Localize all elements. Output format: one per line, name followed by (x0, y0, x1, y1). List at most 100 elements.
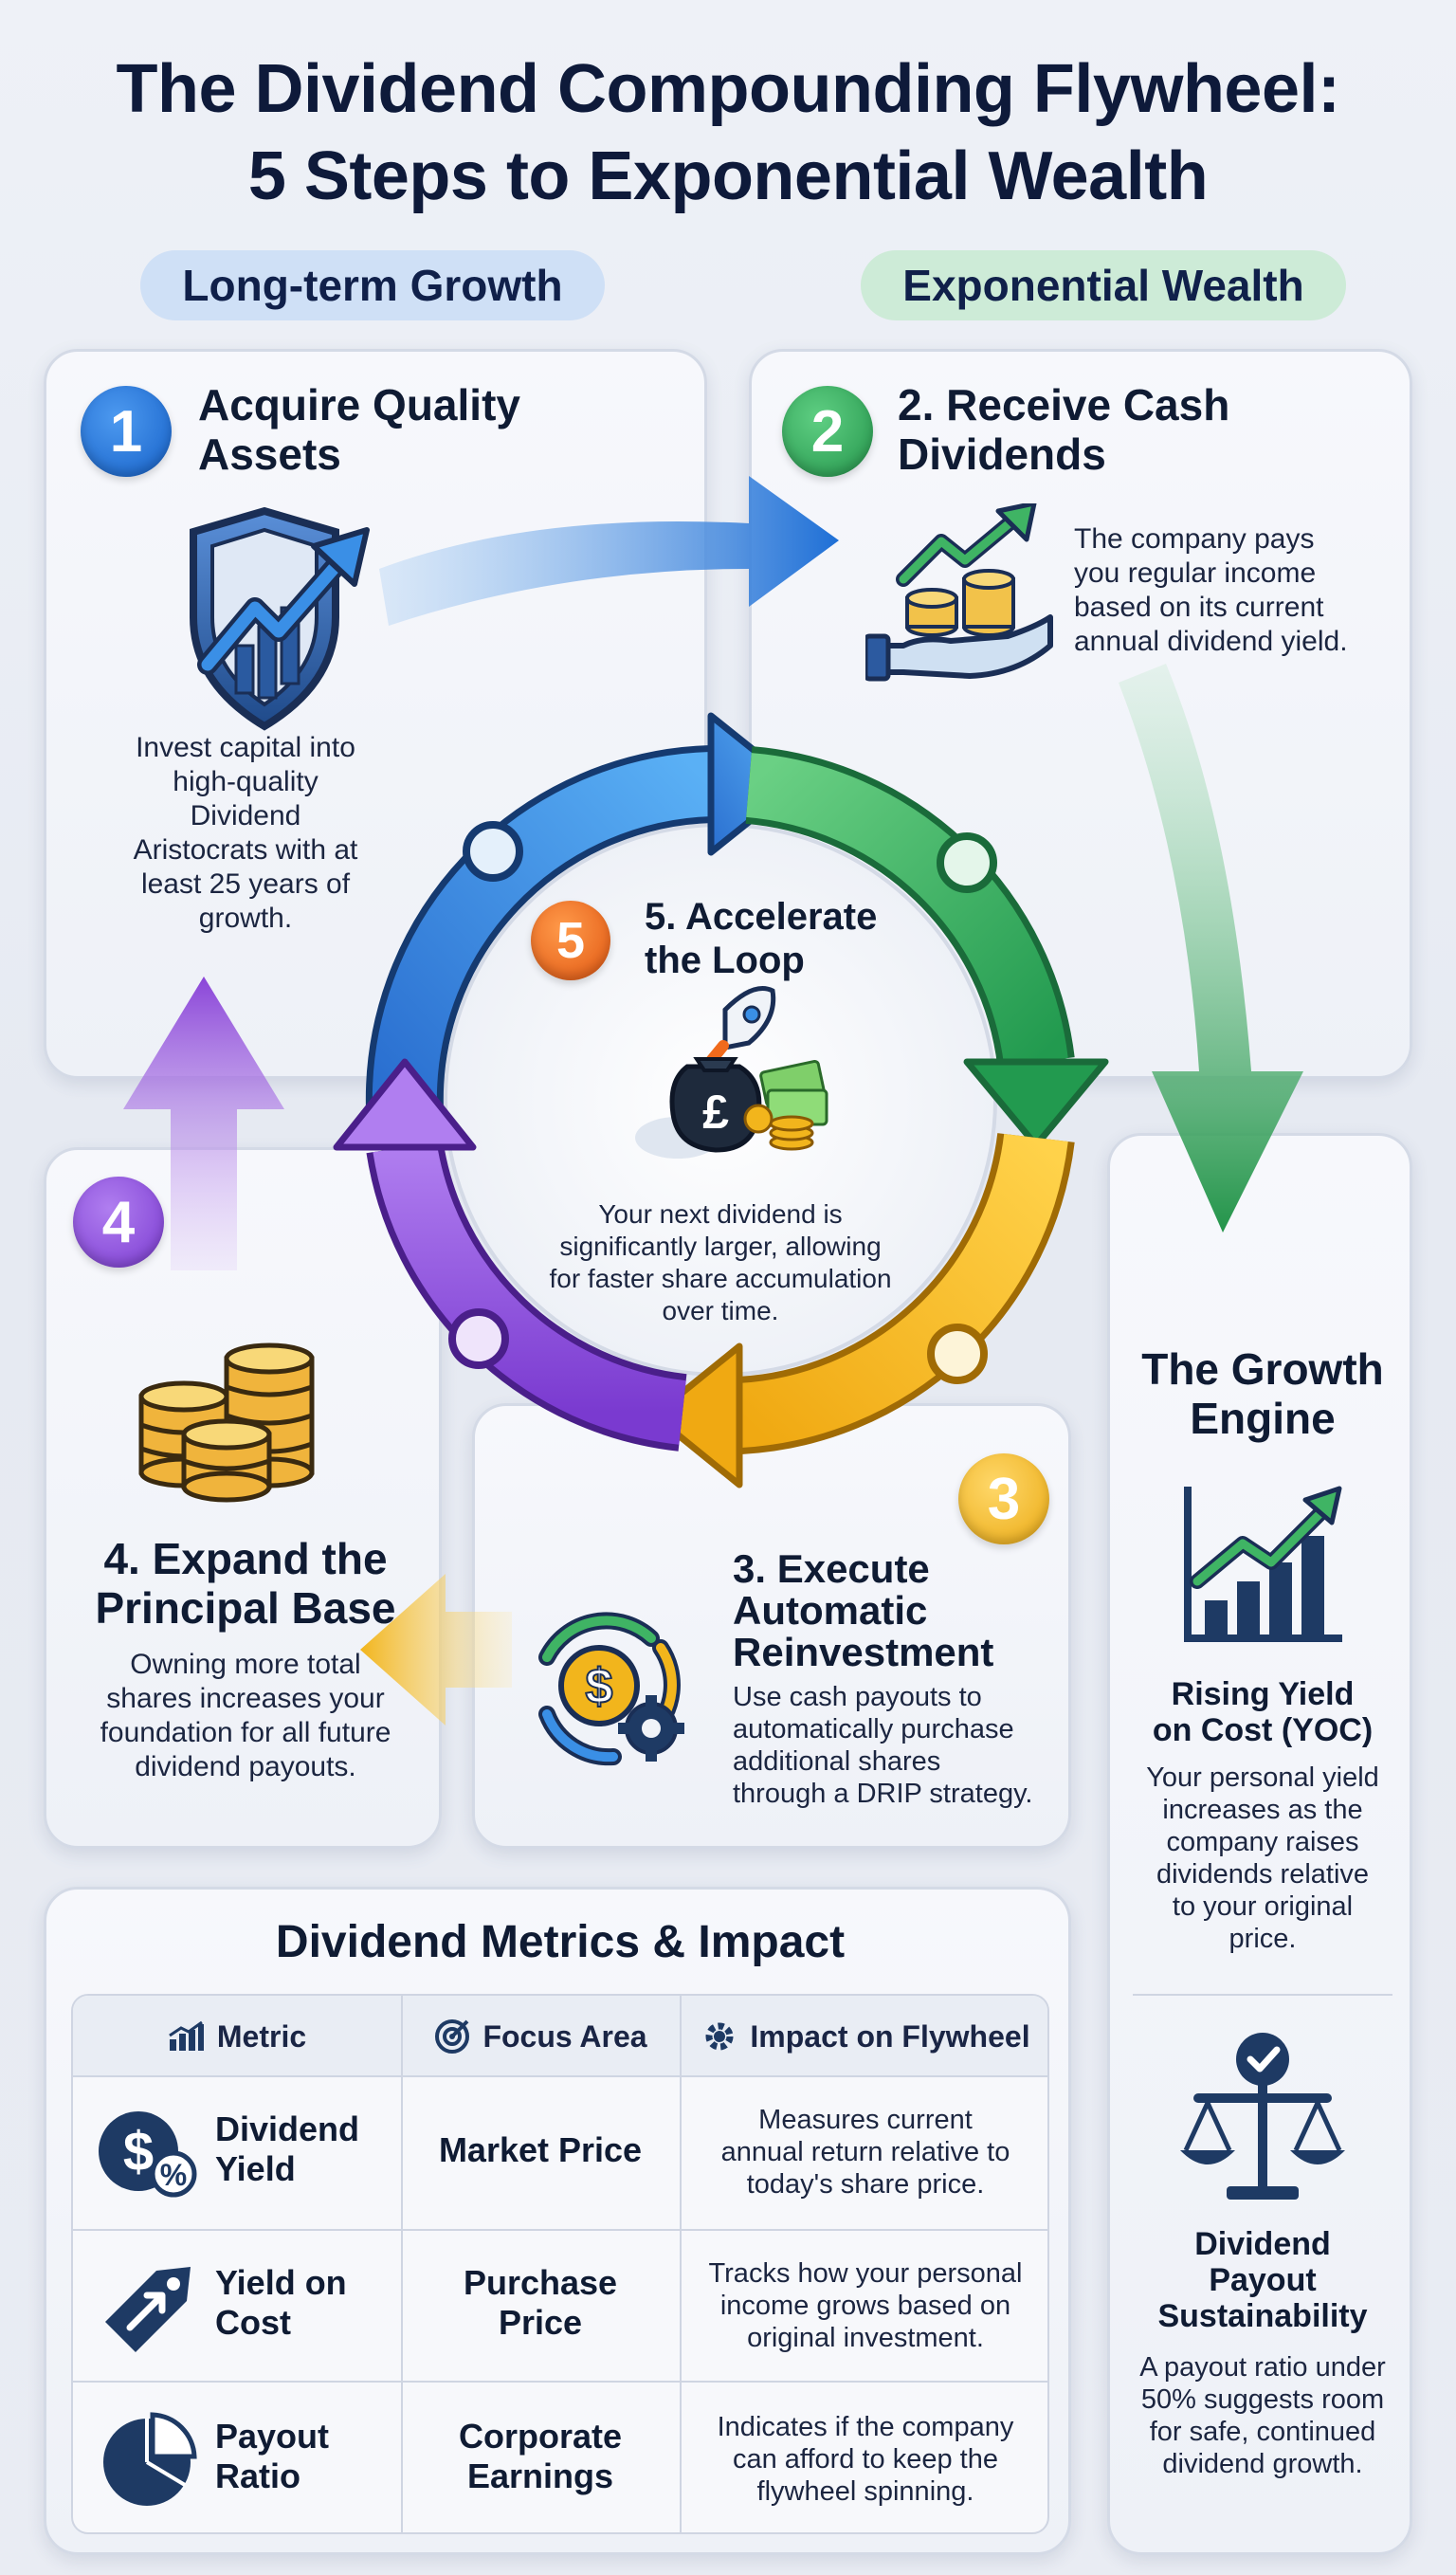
flow-arrow-left (123, 977, 284, 1270)
step-4-badge: 4 (73, 1177, 164, 1268)
row-divider (73, 2381, 1047, 2383)
rocket-money-bag-icon: £ (635, 986, 828, 1159)
step-5-number: 5 (555, 912, 586, 969)
step-1-title-line-1: Acquire Quality (198, 380, 520, 429)
focus-area: Market Price (401, 2130, 680, 2170)
step-3-title: 3. Execute Automatic Reinvestment (733, 1548, 1065, 1673)
impact-line: can afford to keep the (732, 2444, 998, 2475)
sustainability-text-line: for safe, continued (1149, 2417, 1376, 2447)
gear-icon (705, 2022, 734, 2051)
metric-name-line: Yield (215, 2149, 296, 2188)
yoc-text-line: company raises (1166, 1827, 1359, 1857)
sustainability-description: A payout ratio under 50% suggests room f… (1110, 2351, 1415, 2480)
pie-chart-icon (103, 2412, 197, 2506)
table-row: $ % Dividend Yield Market Price Measures… (73, 2077, 1047, 2229)
cycle-node-yellow (927, 1324, 988, 1384)
growth-engine-title-line-2: Engine (1190, 1394, 1336, 1443)
price-tag-arrow-icon (105, 2267, 191, 2352)
target-icon (435, 2019, 470, 2054)
step-5-title-line-1: 5. Accelerate (645, 896, 878, 938)
impact-line: flywheel spinning. (756, 2476, 974, 2507)
focus-area-line: Earnings (466, 2456, 614, 2495)
column-divider (680, 1996, 682, 2532)
row-divider (73, 2229, 1047, 2231)
step-4-title-line-1: 4. Expand the (103, 1534, 388, 1583)
table-row: Yield on Cost Purchase Price Tracks how … (73, 2231, 1047, 2381)
rising-bar-chart-icon (1184, 1486, 1342, 1642)
step-1-title-line-2: Assets (198, 429, 341, 479)
title-line-2: 5 Steps to Exponential Wealth (247, 138, 1209, 214)
impact-text: Tracks how your personal income grows ba… (680, 2257, 1047, 2354)
step-5-title-line-2: the Loop (645, 940, 805, 981)
step-2-number: 2 (810, 398, 845, 465)
impact-line: original investment. (747, 2323, 984, 2353)
table-row: Payout Ratio Corporate Earnings Indicate… (73, 2383, 1047, 2532)
impact-text: Indicates if the company can afford to k… (680, 2411, 1047, 2508)
exponential-wealth-label: Exponential Wealth (902, 261, 1304, 310)
header-metric-label: Metric (216, 2018, 307, 2054)
sustainability-text-line: dividend growth. (1162, 2449, 1363, 2479)
step-1-description: Invest capital into high-quality Dividen… (84, 731, 407, 936)
focus-area-line: Market Price (438, 2130, 643, 2169)
step-3-title-line-3: Reinvestment (733, 1630, 994, 1674)
metrics-title: Dividend Metrics & Impact (275, 1917, 846, 1967)
step-5-text-line: significantly larger, allowing (559, 1232, 882, 1261)
shield-growth-chart-icon (190, 506, 370, 731)
step-3-title-line-2: Automatic (733, 1588, 928, 1633)
metric-name: Payout Ratio (215, 2417, 395, 2496)
svg-text:£: £ (702, 1086, 729, 1139)
metric-name-line: Payout (215, 2417, 330, 2456)
header-focus-area-label: Focus Area (482, 2018, 647, 2054)
step-2-text-line: annual dividend yield. (1074, 626, 1348, 657)
metrics-table: Metric Focus Area Impact on Flywheel (71, 1994, 1049, 2534)
step-1-text-line: growth. (198, 903, 293, 934)
focus-area-line: Price (498, 2303, 583, 2342)
step-1-badge: 1 (81, 386, 172, 477)
step-3-title-line-1: 3. Execute (733, 1546, 930, 1591)
impact-line: Tracks how your personal (708, 2258, 1023, 2289)
svg-text:%: % (160, 2158, 187, 2192)
step-3-description: Use cash payouts to automatically purcha… (733, 1681, 1074, 1810)
metrics-header-row (73, 1996, 1047, 2077)
cycle-node-purple (448, 1308, 509, 1369)
step-5-text-line: over time. (662, 1296, 779, 1325)
step-1-text-line: high-quality (173, 766, 318, 797)
yoc-text-line: increases as the (1162, 1795, 1363, 1825)
sustainability-title-line-3: Sustainability (1157, 2298, 1368, 2334)
step-2-badge: 2 (782, 386, 873, 477)
yoc-text-line: price. (1228, 1924, 1297, 1954)
step-3-text-line: Use cash payouts to (733, 1682, 982, 1712)
step-4-text-line: shares increases your (106, 1683, 385, 1714)
step-4-text-line: dividend payouts. (135, 1751, 356, 1782)
long-term-growth-label: Long-term Growth (182, 261, 563, 310)
yoc-text-line: Your personal yield (1146, 1762, 1379, 1793)
step-5-text-line: Your next dividend is (598, 1199, 843, 1229)
step-4-card: 4 4. Expand the Principal Base Owning mo… (44, 1147, 442, 1849)
cycle-node-blue (463, 821, 523, 882)
step-4-description: Owning more total shares increases your … (46, 1648, 445, 1784)
step-2-title: 2. Receive Cash Dividends (898, 380, 1400, 479)
growth-engine-card: The Growth Engine Rising Yield on Cost (… (1107, 1133, 1412, 2555)
step-2-card: 2 2. Receive Cash Dividends The company … (749, 349, 1412, 1079)
coin-stacks-icon (138, 1342, 315, 1503)
step-1-card: 1 Acquire Quality Assets Invest capital … (44, 349, 707, 1079)
metric-name: Yield on Cost (215, 2263, 395, 2343)
step-2-description: The company pays you regular income base… (1074, 522, 1406, 659)
flow-arrow-right (1119, 664, 1303, 1233)
column-divider (401, 1996, 403, 2532)
step-3-text-line: additional shares (733, 1746, 941, 1777)
header-focus-area: Focus Area (401, 1996, 680, 2077)
growth-engine-title: The Growth Engine (1110, 1344, 1415, 1443)
header-metric: Metric (73, 1996, 401, 2077)
step-3-text-line: through a DRIP strategy. (733, 1779, 1033, 1809)
yoc-title: Rising Yield on Cost (YOC) (1110, 1676, 1415, 1748)
step-2-text-line: you regular income (1074, 557, 1317, 589)
page-title: The Dividend Compounding Flywheel: 5 Ste… (0, 46, 1456, 220)
cycle-segment-blue (372, 752, 713, 1111)
step-1-title: Acquire Quality Assets (198, 380, 691, 479)
metric-name-line: Yield on (215, 2263, 347, 2302)
flow-arrow-bottom (360, 1574, 512, 1726)
exponential-wealth-pill: Exponential Wealth (861, 250, 1346, 320)
growth-engine-title-line-1: The Growth (1141, 1344, 1384, 1394)
